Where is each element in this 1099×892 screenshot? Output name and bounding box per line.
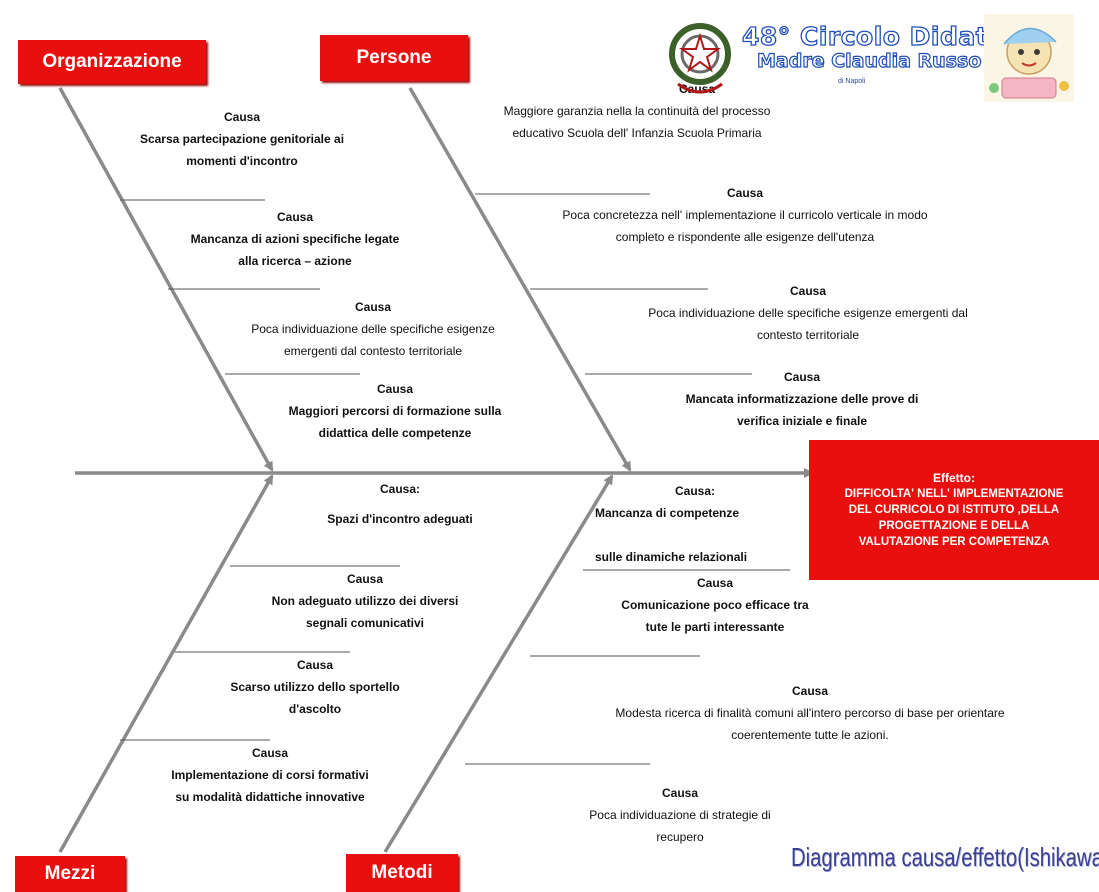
cause-persone-3: Causa Poca individuazione delle specific… — [588, 280, 1028, 346]
sub-branch-lines — [120, 193, 790, 765]
cause-persone-4: Causa Mancata informatizzazione delle pr… — [622, 366, 982, 432]
cause-label: Causa — [696, 576, 734, 590]
effect-box: Effetto: DIFFICOLTA' NELL' IMPLEMENTAZIO… — [809, 440, 1099, 580]
category-organizzazione: Organizzazione — [18, 40, 206, 84]
cause-label: Causa — [223, 110, 261, 124]
cause-label: Causa — [276, 210, 314, 224]
cause-organizzazione-4: Causa Maggiori percorsi di formazione su… — [240, 378, 550, 444]
italian-republic-emblem-icon — [669, 23, 731, 94]
cause-organizzazione-2: Causa Mancanza di azioni specifiche lega… — [140, 206, 450, 272]
cause-mezzi-3: Causa Scarso utilizzo dello sportello d'… — [190, 654, 440, 720]
cause-text: Poca individuazione di strategie di recu… — [589, 808, 771, 844]
cause-text: Poca individuazione delle specifiche esi… — [648, 306, 968, 342]
cause-label: Causa — [726, 186, 764, 200]
cause-text: Scarsa partecipazione genitoriale ai mom… — [139, 132, 345, 168]
cause-mezzi-2: Causa Non adeguato utilizzo dei diversi … — [215, 568, 515, 634]
cause-label: Causa — [783, 370, 821, 384]
cause-label: Causa — [346, 572, 384, 586]
bone-mezzi — [58, 474, 274, 853]
effect-label: Effetto: — [933, 471, 975, 485]
cause-metodi-2: Causa Comunicazione poco efficace tra tu… — [580, 572, 850, 638]
cause-label: Causa — [296, 658, 334, 672]
category-mezzi: Mezzi — [15, 856, 125, 892]
effect-text: DIFFICOLTA' NELL' IMPLEMENTAZIONE DEL CU… — [844, 488, 1064, 548]
cause-label: Causa — [376, 382, 414, 396]
cause-mezzi-4: Causa Implementazione di corsi formativi… — [115, 742, 425, 808]
cause-text: Poca concretezza nell' implementazione i… — [562, 208, 928, 244]
cause-label: Causa: — [675, 484, 716, 498]
cause-label: Causa — [789, 284, 827, 298]
cause-metodi-1: Causa: Mancanza di competenze sulle dina… — [595, 480, 810, 568]
cause-persone-2: Causa Poca concretezza nell' implementaz… — [490, 182, 1000, 248]
cause-label: Causa — [791, 684, 829, 698]
bone-metodi — [383, 474, 614, 853]
category-persone: Persone — [320, 35, 468, 81]
cause-text: Maggiore garanzia nella la continuità de… — [503, 104, 771, 140]
cause-text: Non adeguato utilizzo dei diversi segnal… — [271, 594, 459, 630]
cause-text: Comunicazione poco efficace tra tute le … — [621, 598, 809, 634]
cause-mezzi-1: Causa: Spazi d'incontro adeguati — [290, 478, 510, 530]
cause-label: Causa — [354, 300, 392, 314]
bone-organizzazione — [58, 87, 274, 472]
cause-text: Maggiori percorsi di formazione sulla di… — [288, 404, 502, 440]
school-subtitle: Madre Claudia Russo — [756, 49, 982, 72]
diagram-title: Diagramma causa/effetto(Ishikawa) — [791, 842, 1099, 872]
cause-organizzazione-1: Causa Scarsa partecipazione genitoriale … — [92, 106, 392, 172]
cause-text: Scarso utilizzo dello sportello d'ascolt… — [230, 680, 400, 716]
cause-text: Mancanza di azioni specifiche legate all… — [190, 232, 400, 268]
cause-text: Mancanza di competenze sulle dinamiche r… — [595, 506, 748, 564]
cause-label: Causa: — [379, 482, 420, 496]
category-metodi: Metodi — [346, 854, 458, 892]
cause-text: Mancata informatizzazione delle prove di… — [685, 392, 919, 428]
cause-label: Causa — [251, 746, 289, 760]
cause-text: Modesta ricerca di finalità comuni all'i… — [615, 706, 1005, 742]
cause-organizzazione-3: Causa Poca individuazione delle specific… — [208, 296, 538, 362]
cause-label: Causa — [661, 786, 699, 800]
cause-metodi-4: Causa Poca individuazione di strategie d… — [540, 782, 820, 848]
cause-text: Implementazione di corsi formativi su mo… — [171, 768, 369, 804]
cause-metodi-3: Causa Modesta ricerca di finalità comuni… — [545, 680, 1075, 746]
cause-text: Spazi d'incontro adeguati — [327, 512, 473, 526]
bone-persone — [408, 87, 632, 472]
school-city: di Napoli — [838, 78, 866, 85]
cause-persone-1: Causa Maggiore garanzia nella la continu… — [452, 78, 822, 144]
cause-text: Poca individuazione delle specifiche esi… — [251, 322, 495, 358]
child-drawing-mascot-icon — [984, 14, 1074, 102]
